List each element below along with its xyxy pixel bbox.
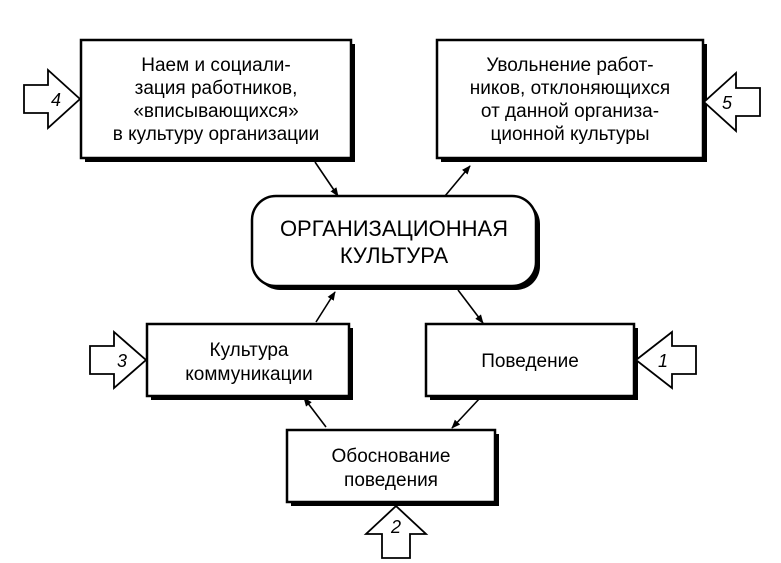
box-dismiss-line-4: ционной культуры xyxy=(490,124,649,145)
box-dismiss-line-2: ников, отклоняющихся xyxy=(470,78,670,99)
box-behavior-justification: Обоснование поведения xyxy=(285,428,499,506)
arrow-center-to-behavior xyxy=(457,289,484,324)
input-arrow-5: 5 xyxy=(702,70,761,134)
box-hire-line-1: Наем и социали- xyxy=(141,55,290,76)
arrow-hire-to-center xyxy=(314,161,339,197)
box-hire-socialization: Наем и социали- зация работников, «вписы… xyxy=(79,38,355,162)
box-communication-culture: Культура коммуникации xyxy=(145,322,353,400)
box-justification-line-2: поведения xyxy=(344,470,438,491)
box-hire-line-4: в культуру организации xyxy=(113,124,320,145)
box-hire-line-2: зация работников, xyxy=(135,78,298,99)
input-label-5: 5 xyxy=(722,93,733,113)
arrow-justification-to-comm xyxy=(303,397,327,428)
box-comm-line-2: коммуникации xyxy=(185,364,312,385)
box-dismiss-line-3: от данной организа- xyxy=(481,101,659,122)
input-label-2: 2 xyxy=(390,517,401,537)
box-dismissal: Увольнение работ- ников, отклоняющихся о… xyxy=(435,38,707,162)
box-dismiss-line-1: Увольнение работ- xyxy=(486,55,653,76)
box-behavior: Поведение xyxy=(424,322,638,400)
arrow-behavior-to-justification xyxy=(451,397,481,429)
box-justification-line-1: Обоснование xyxy=(332,446,451,467)
input-arrow-2: 2 xyxy=(363,504,429,559)
center-organizational-culture: ОРГАНИЗАЦИОННАЯ КУЛЬТУРА xyxy=(250,194,540,290)
input-arrow-3: 3 xyxy=(89,330,148,390)
input-arrow-4: 4 xyxy=(23,67,82,131)
center-line-1: ОРГАНИЗАЦИОННАЯ xyxy=(280,216,508,241)
box-hire-line-3: «вписывающихся» xyxy=(133,101,298,122)
input-label-3: 3 xyxy=(117,351,127,371)
box-behavior-line-1: Поведение xyxy=(481,351,579,372)
center-line-2: КУЛЬТУРА xyxy=(340,243,449,268)
input-label-4: 4 xyxy=(51,90,61,110)
arrow-comm-to-center xyxy=(315,291,336,323)
arrow-center-to-dismiss xyxy=(444,165,471,197)
box-comm-line-1: Культура xyxy=(210,340,289,361)
input-label-1: 1 xyxy=(658,351,668,371)
input-arrow-1: 1 xyxy=(634,330,697,390)
connectors xyxy=(303,161,484,429)
